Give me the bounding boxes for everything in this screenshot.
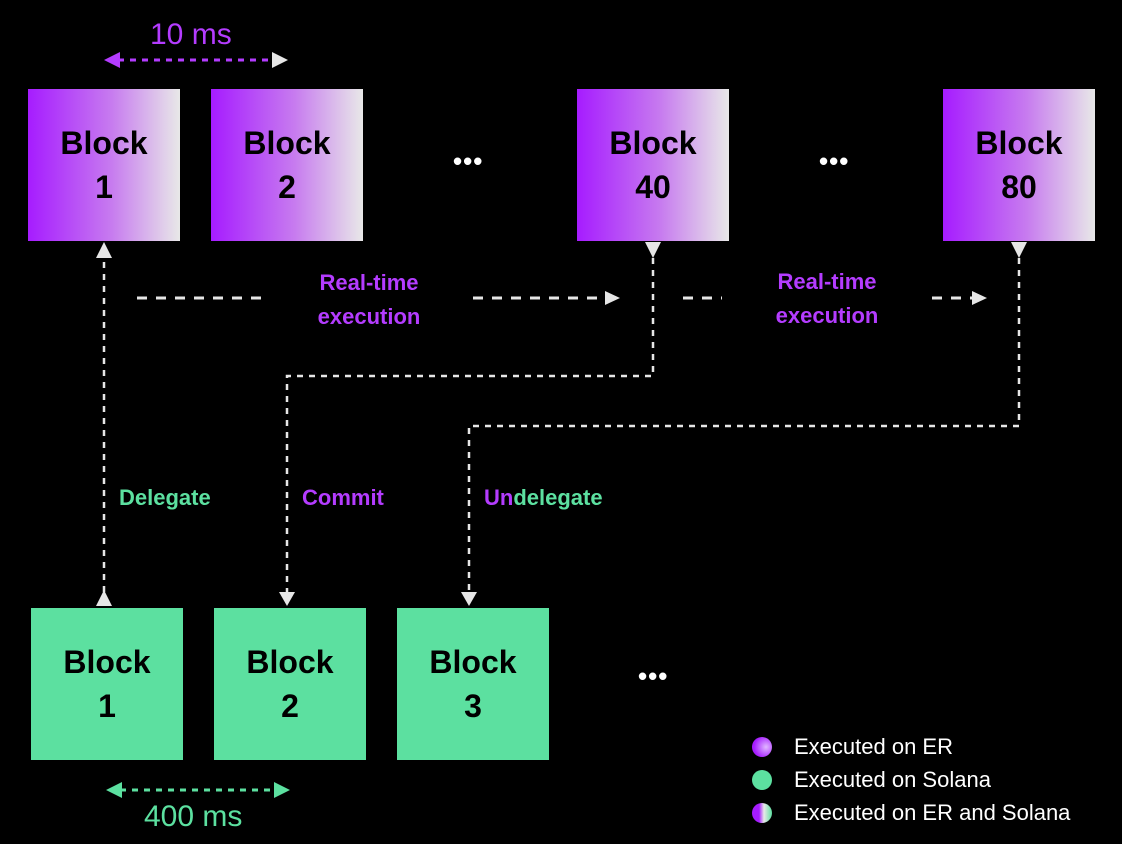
block-number: 40 bbox=[635, 169, 671, 205]
er-interval-label: 10 ms bbox=[150, 18, 232, 51]
block-number: 1 bbox=[98, 688, 116, 724]
block-number: 2 bbox=[281, 688, 299, 724]
block-word: Block bbox=[429, 644, 517, 680]
legend-label: Executed on ER and Solana bbox=[794, 799, 1071, 825]
undelegate-label-prefix: Un bbox=[484, 485, 514, 510]
commit-label: Commit bbox=[302, 485, 384, 510]
ellipsis-bottom: ••• bbox=[638, 661, 669, 691]
realtime-label-line2: execution bbox=[317, 304, 421, 329]
block-number: 2 bbox=[278, 169, 296, 205]
legend-item-both: Executed on ER and Solana bbox=[752, 796, 1070, 829]
solana-block-3: Block 3 bbox=[397, 608, 549, 760]
block-word: Block bbox=[63, 644, 151, 680]
block-word: Block bbox=[243, 125, 331, 161]
realtime-label-line1: Real-time bbox=[777, 269, 877, 294]
legend-item-solana: Executed on Solana bbox=[752, 763, 1070, 796]
ellipsis-top-2: ••• bbox=[819, 146, 850, 176]
arrow-up-head bbox=[96, 242, 112, 258]
realtime-label-1: Real-time execution bbox=[296, 266, 442, 334]
realtime-label-line1: Real-time bbox=[319, 270, 419, 295]
legend-label: Executed on ER bbox=[794, 733, 953, 759]
er-block-1: Block 1 bbox=[28, 89, 180, 241]
ellipsis-top-1: ••• bbox=[453, 146, 484, 176]
block-word: Block bbox=[246, 644, 334, 680]
realtime-label-line2: execution bbox=[775, 303, 879, 328]
undelegate-arrow bbox=[461, 242, 1027, 606]
solana-interval-arrow bbox=[106, 782, 290, 798]
arrow-left-head bbox=[104, 52, 120, 68]
delegate-label: Delegate bbox=[119, 485, 211, 510]
block-number: 3 bbox=[464, 688, 482, 724]
arrow-up-head bbox=[96, 590, 112, 606]
arrow-right-head bbox=[272, 52, 288, 68]
solana-block-2: Block 2 bbox=[214, 608, 366, 760]
solana-interval-label: 400 ms bbox=[144, 800, 243, 833]
er-interval-arrow bbox=[104, 52, 288, 68]
realtime-arrow-1 bbox=[137, 291, 620, 305]
realtime-label-2: Real-time execution bbox=[754, 265, 900, 333]
arrow-left-head bbox=[106, 782, 122, 798]
block-word: Block bbox=[609, 125, 697, 161]
er-block-40: Block 40 bbox=[577, 89, 729, 241]
legend: Executed on ER Executed on Solana Execut… bbox=[752, 730, 1070, 829]
delegate-arrow bbox=[96, 242, 112, 606]
legend-item-er: Executed on ER bbox=[752, 730, 1070, 763]
block-number: 1 bbox=[95, 169, 113, 205]
er-block-80: Block 80 bbox=[943, 89, 1095, 241]
undelegate-label-rest: delegate bbox=[513, 485, 603, 510]
block-number: 80 bbox=[1001, 169, 1037, 205]
legend-er-swatch bbox=[752, 736, 772, 757]
commit-arrow bbox=[279, 242, 661, 606]
block-word: Block bbox=[975, 125, 1063, 161]
er-block-2: Block 2 bbox=[211, 89, 363, 241]
solana-block-1: Block 1 bbox=[31, 608, 183, 760]
legend-solana-swatch bbox=[752, 769, 772, 790]
block-word: Block bbox=[60, 125, 148, 161]
realtime-arrow-2 bbox=[683, 291, 987, 305]
undelegate-label: Undelegate bbox=[484, 481, 603, 515]
arrow-right-head bbox=[274, 782, 290, 798]
legend-both-swatch bbox=[752, 802, 772, 823]
legend-label: Executed on Solana bbox=[794, 766, 991, 792]
